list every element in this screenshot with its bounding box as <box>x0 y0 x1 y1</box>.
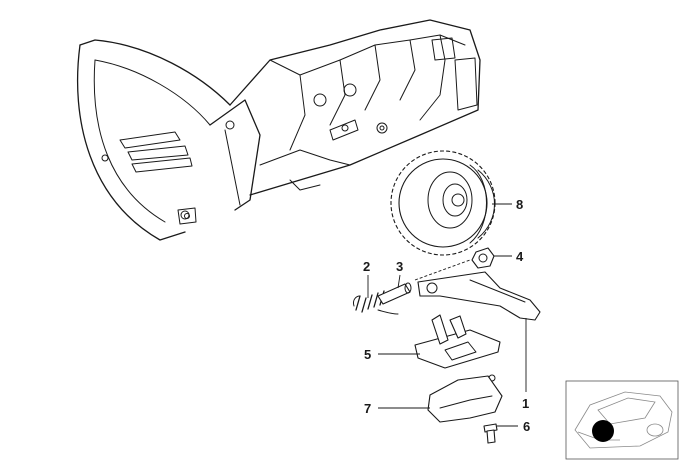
part-5-bracket <box>414 314 501 382</box>
leader-lines <box>367 203 527 427</box>
part-6-bolt <box>483 423 498 444</box>
part-7-cover <box>427 375 503 423</box>
callout-5: 5 <box>364 347 371 362</box>
transmission-housing <box>77 19 481 241</box>
part-8-gear <box>390 150 496 256</box>
callout-3: 3 <box>396 259 403 274</box>
locator-thumbnail <box>565 380 679 460</box>
callout-labels: 8 4 2 3 5 1 7 6 <box>363 197 530 434</box>
callout-8: 8 <box>516 197 523 212</box>
part-1-lever <box>417 271 541 321</box>
callout-2: 2 <box>363 259 370 274</box>
callout-7: 7 <box>364 401 371 416</box>
part-3-pin <box>377 282 412 305</box>
part-4-nut <box>471 247 495 269</box>
callout-6: 6 <box>523 419 530 434</box>
part-2-spring <box>353 290 399 315</box>
locator-marker <box>592 420 614 442</box>
callout-4: 4 <box>516 249 524 264</box>
callout-1: 1 <box>522 396 529 411</box>
